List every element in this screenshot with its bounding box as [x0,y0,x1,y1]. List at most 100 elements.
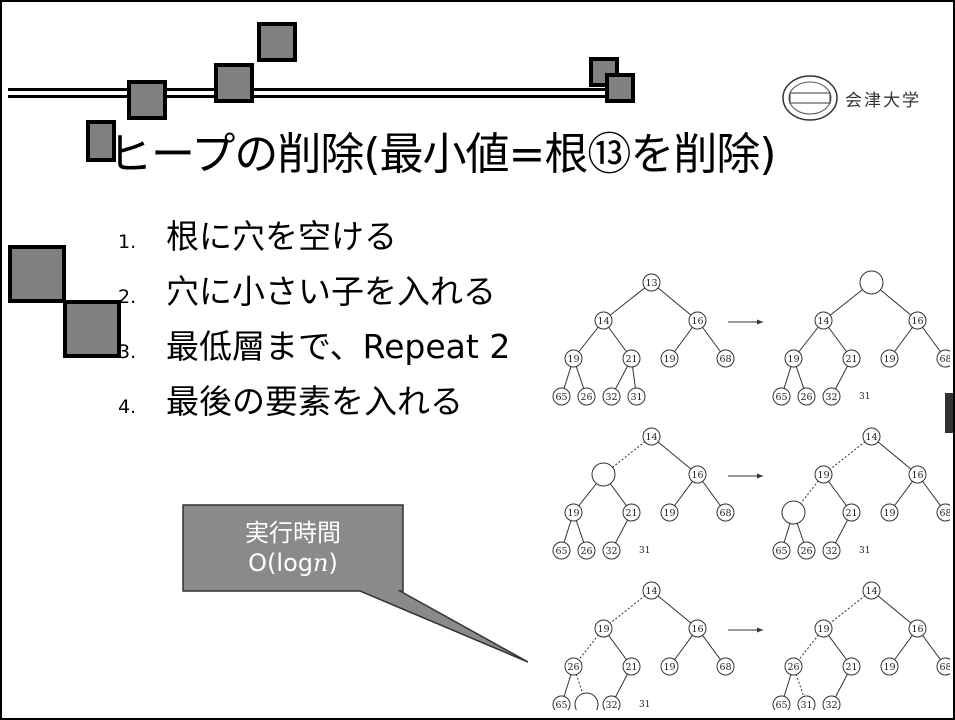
heap-node-label: 32 [605,700,617,710]
heap-node-label: 68 [939,354,950,365]
heap-node [880,503,899,522]
decor-edge-mark [945,393,953,433]
heap-node [936,349,950,368]
heap-node-label: 32 [605,392,617,403]
heap-node-label: 65 [775,392,787,403]
heap-node [622,349,641,368]
heap-node [660,657,679,676]
heap-node [716,349,735,368]
step-text: 穴に小さい子を入れる [166,272,496,311]
tree-edge [603,590,652,629]
step-number: 2. [118,286,137,308]
heap-node [772,541,791,560]
heap-node [862,581,881,600]
tree-edge [651,436,698,475]
decor-line [8,95,608,98]
heap-node-label: 16 [691,316,703,327]
heap-node [814,619,833,638]
heap-node-label: 26 [580,546,592,557]
heap-node-label: 19 [883,508,895,519]
heap-node [602,541,621,560]
heap-node [822,387,841,406]
heap-node-label: 31 [800,700,812,710]
slide-title: ヒープの削除(最小値=根⑬を削除) [108,129,777,180]
runtime-callout: 実行時間 O(logn) [183,505,403,591]
heap-node-label: 21 [625,662,637,673]
heap-node-label: 19 [787,354,799,365]
heap-node-label: 13 [645,278,657,289]
heap-hole [574,692,599,710]
heap-node [660,349,679,368]
heap-node-label: 16 [691,470,703,481]
heap-node [842,349,861,368]
list-item: 4.最後の要素を入れる [118,375,510,430]
heap-node-label: 65 [555,700,567,710]
heap-node [688,311,707,330]
decor-square [257,22,297,62]
heap-node-label: 16 [911,470,923,481]
heap-node [642,427,661,446]
heap-node [564,657,583,676]
heap-node-label: 32 [605,546,617,557]
callout-label: 実行時間 [245,519,341,547]
heap-node [936,503,950,522]
heap-node [772,387,791,406]
heap-node-label: 32 [825,700,837,710]
heap-node [908,619,927,638]
heap-node-label: 65 [775,546,787,557]
heap-node-label: 21 [845,662,857,673]
heap-node [797,541,816,560]
heap-node-label: 16 [911,316,923,327]
heap-node-label: 19 [663,662,675,673]
heap-node [716,503,735,522]
heap-node-label: 68 [719,354,731,365]
last-element-label: 31 [859,546,870,556]
heap-node [564,349,583,368]
heap-node [797,387,816,406]
last-element-label: 31 [639,700,650,710]
list-item: 2. 穴に小さい子を入れる [118,265,510,320]
heap-node [577,387,596,406]
heap-node-label: 14 [865,586,877,597]
heap-node [842,657,861,676]
heap-node-label: 26 [567,662,579,673]
heap-node-label: 19 [883,354,895,365]
last-element-label: 31 [639,546,650,556]
heap-node-label: 21 [625,354,637,365]
heap-node [908,465,927,484]
heap-node-label: 26 [580,392,592,403]
decor-square [214,63,254,103]
heap-node [784,349,803,368]
heap-node [627,387,646,406]
last-element-label: 31 [859,392,870,402]
tree-edge [651,282,698,321]
heap-node [772,695,791,710]
step-arrow [728,319,763,325]
decor-square [86,120,116,162]
step-number: 4. [118,396,137,418]
heap-node-label: 26 [800,392,812,403]
heap-node-label: 32 [825,392,837,403]
heap-node-label: 26 [787,662,799,673]
heap-node-label: 16 [911,624,923,635]
step-text: 最低層まで、Repeat 2 [166,327,511,366]
heap-node [688,465,707,484]
heap-node [602,387,621,406]
heap-node [660,503,679,522]
heap-node-label: 32 [825,546,837,557]
heap-node [564,503,583,522]
heap-node-label: 19 [567,508,579,519]
heap-node-label: 19 [817,470,829,481]
decor-square [63,300,121,358]
heap-node [880,657,899,676]
heap-node [642,581,661,600]
heap-node [880,349,899,368]
heap-node-label: 14 [865,432,877,443]
heap-node-label: 19 [663,508,675,519]
tree-edge [823,436,872,475]
